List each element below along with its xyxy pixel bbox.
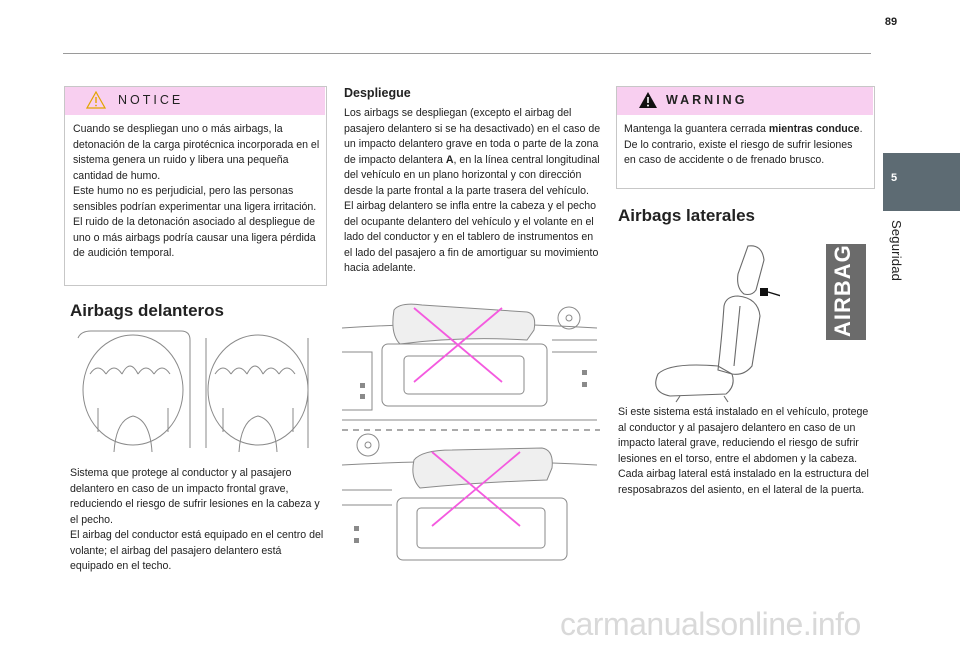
notice-paragraph: El ruido de la detonación asociado al de…	[73, 216, 316, 259]
side-airbags-heading: Airbags laterales	[618, 206, 756, 225]
notice-paragraph: Este humo no es perjudicial, pero las pe…	[73, 185, 317, 213]
warning-paragraph: Mantenga la guantera cerrada mientras co…	[624, 122, 866, 169]
side-airbags-paragraph: Cada airbag lateral está instalado en la…	[618, 468, 869, 496]
warning-text-bold: mientras conduce	[768, 123, 860, 135]
side-airbags-body: Si este sistema está instalado en el veh…	[618, 405, 874, 498]
chapter-title: Seguridad	[889, 220, 904, 282]
front-airbags-body: Sistema que protege al conductor y al pa…	[70, 466, 325, 575]
deployment-paragraph: El airbag delantero se infla entre la ca…	[344, 200, 599, 274]
top-divider	[63, 53, 871, 54]
warning-text-1: Mantenga la guantera cerrada	[624, 123, 769, 135]
caution-icon	[86, 91, 106, 109]
deployment-paragraph: Los airbags se despliegan (excepto el ai…	[344, 106, 601, 199]
front-airbags-paragraph: Sistema que protege al conductor y al pa…	[70, 467, 320, 526]
notice-header	[65, 87, 325, 115]
front-airbags-paragraph: El airbag del conductor está equipado en…	[70, 529, 324, 572]
airbag-seat-label: AIRBAG	[830, 244, 855, 337]
watermark: carmanualsonline.info	[560, 606, 861, 642]
notice-box	[64, 86, 327, 286]
warning-text-2: . De lo contrario, existe el riesgo de s…	[624, 123, 863, 166]
deployment-text-1: Los airbags se despliegan (excepto el ai…	[344, 107, 601, 166]
notice-paragraph: Cuando se despliegan uno o más airbags, …	[73, 123, 320, 182]
front-airbag-illustration	[77, 330, 309, 453]
warning-title: WARNING	[666, 93, 748, 107]
dashboard-airbag-illustration	[342, 303, 600, 561]
warning-icon	[639, 92, 657, 108]
chapter-number: 5	[890, 172, 898, 184]
deployment-text-2: , en la línea central longitudinal del v…	[344, 153, 600, 197]
seat-illustration	[655, 245, 780, 403]
warning-box	[616, 86, 875, 189]
front-airbags-heading: Airbags delanteros	[70, 301, 224, 320]
warning-header	[617, 87, 873, 115]
impact-zone-label: A	[445, 153, 454, 166]
notice-body: Cuando se despliegan uno o más airbags, …	[73, 122, 323, 262]
notice-title: NOTICE	[118, 93, 184, 107]
page-number: 89	[884, 16, 898, 28]
deployment-heading: Despliegue	[344, 86, 411, 100]
warning-body: Mantenga la guantera cerrada mientras co…	[624, 122, 866, 169]
airbag-label-panel	[826, 244, 866, 340]
chapter-tab[interactable]	[883, 153, 960, 211]
side-airbags-paragraph: Si este sistema está instalado en el veh…	[618, 406, 869, 465]
deployment-body: Los airbags se despliegan (excepto el ai…	[344, 106, 601, 277]
